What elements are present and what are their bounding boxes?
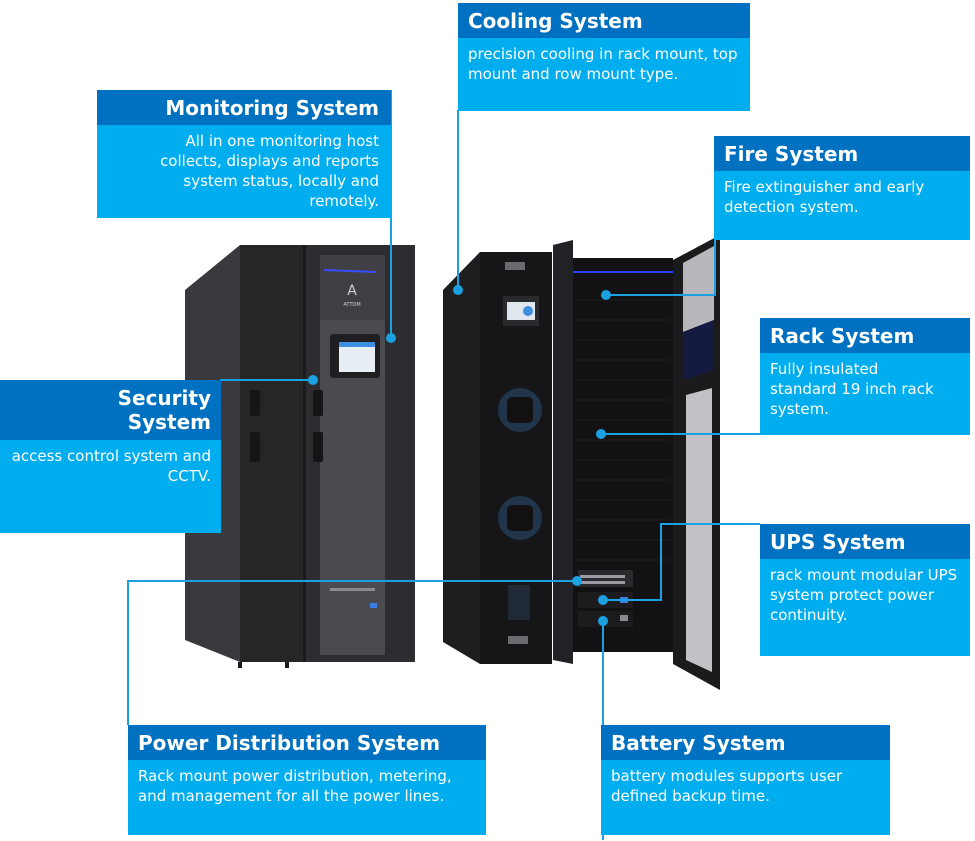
connector-ups	[603, 523, 760, 601]
callout-security: Security System access control system an…	[0, 380, 221, 533]
callout-text: All in one monitoring host collects, dis…	[160, 132, 379, 210]
open-cabinet	[443, 235, 720, 690]
callout-title: Monitoring System	[97, 90, 391, 125]
callout-text: Fully insulated standard 19 inch rack sy…	[770, 360, 934, 418]
connector-dots	[308, 285, 611, 626]
callout-text: Fire extinguisher and early detection sy…	[724, 178, 925, 216]
callout-title: UPS System	[760, 524, 970, 559]
callout-text: precision cooling in rack mount, top mou…	[468, 45, 738, 83]
callout-text: battery modules supports user defined ba…	[611, 767, 843, 805]
callout-title: Battery System	[601, 725, 890, 760]
callout-title: Rack System	[760, 318, 970, 353]
cabinet-logo-text: ATTOM	[343, 302, 360, 308]
connector-power	[127, 580, 577, 725]
logo-mark-icon: A	[347, 283, 357, 299]
callout-text: Rack mount power distribution, metering,…	[138, 767, 452, 805]
callout-rack: Rack System Fully insulated standard 19 …	[760, 318, 970, 435]
callout-fire: Fire System Fire extinguisher and early …	[714, 136, 970, 240]
callout-cooling: Cooling System precision cooling in rack…	[458, 3, 750, 111]
callout-title: Fire System	[714, 136, 970, 171]
callout-power-distribution: Power Distribution System Rack mount pow…	[128, 725, 486, 835]
closed-cabinet: A ATTOM	[185, 245, 415, 668]
connector-fire	[606, 240, 716, 296]
callout-text: access control system and CCTV.	[11, 447, 211, 485]
callout-ups: UPS System rack mount modular UPS system…	[760, 524, 970, 656]
callout-title: Cooling System	[458, 3, 750, 38]
callout-text: rack mount modular UPS system protect po…	[770, 566, 958, 624]
callout-battery: Battery System battery modules supports …	[601, 725, 890, 835]
callout-monitoring: Monitoring System All in one monitoring …	[97, 90, 391, 218]
callout-title: Security System	[0, 380, 221, 440]
callout-title: Power Distribution System	[128, 725, 486, 760]
